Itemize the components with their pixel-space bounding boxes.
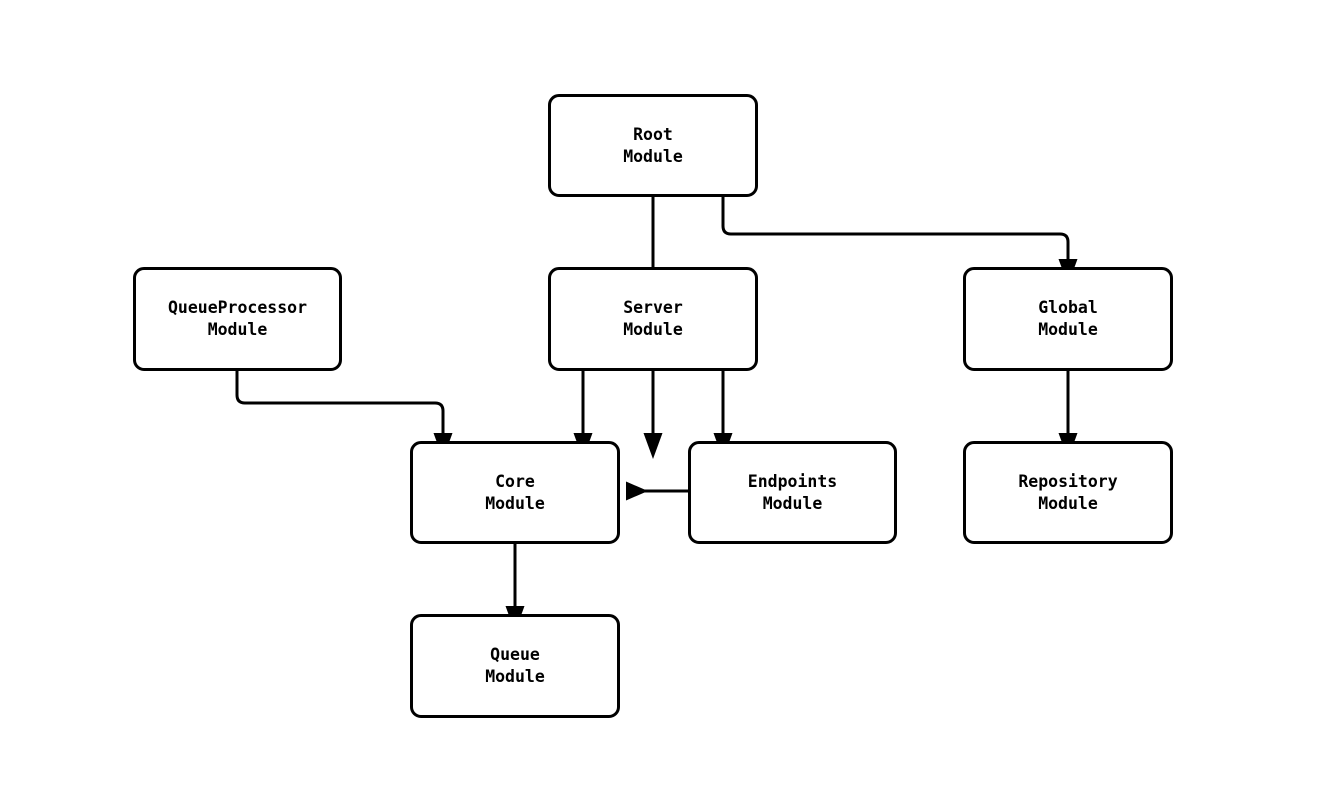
node-label: Repository Module [1018, 471, 1118, 513]
node-label: Queue Module [485, 645, 545, 686]
node-label: Global Module [1038, 298, 1098, 339]
node-endpoints-module[interactable]: Endpoints Module [688, 441, 897, 544]
node-label: Core Module [485, 471, 545, 513]
edge-queueprocessor-to-core [235, 371, 453, 459]
node-repository-module[interactable]: Repository Module [963, 441, 1173, 544]
node-queueprocessor-module[interactable]: QueueProcessor Module [133, 267, 342, 371]
node-label: Server Module [623, 298, 683, 339]
node-label: Endpoints Module [747, 471, 838, 513]
node-server-module[interactable]: Server Module [548, 267, 758, 371]
edge-root-to-global [721, 197, 1078, 285]
node-label: QueueProcessor Module [167, 298, 308, 339]
node-core-module[interactable]: Core Module [410, 441, 620, 544]
node-root-module[interactable]: Root Module [548, 94, 758, 197]
node-label: Root Module [623, 124, 683, 166]
node-queue-module[interactable]: Queue Module [410, 614, 620, 718]
node-global-module[interactable]: Global Module [963, 267, 1173, 371]
